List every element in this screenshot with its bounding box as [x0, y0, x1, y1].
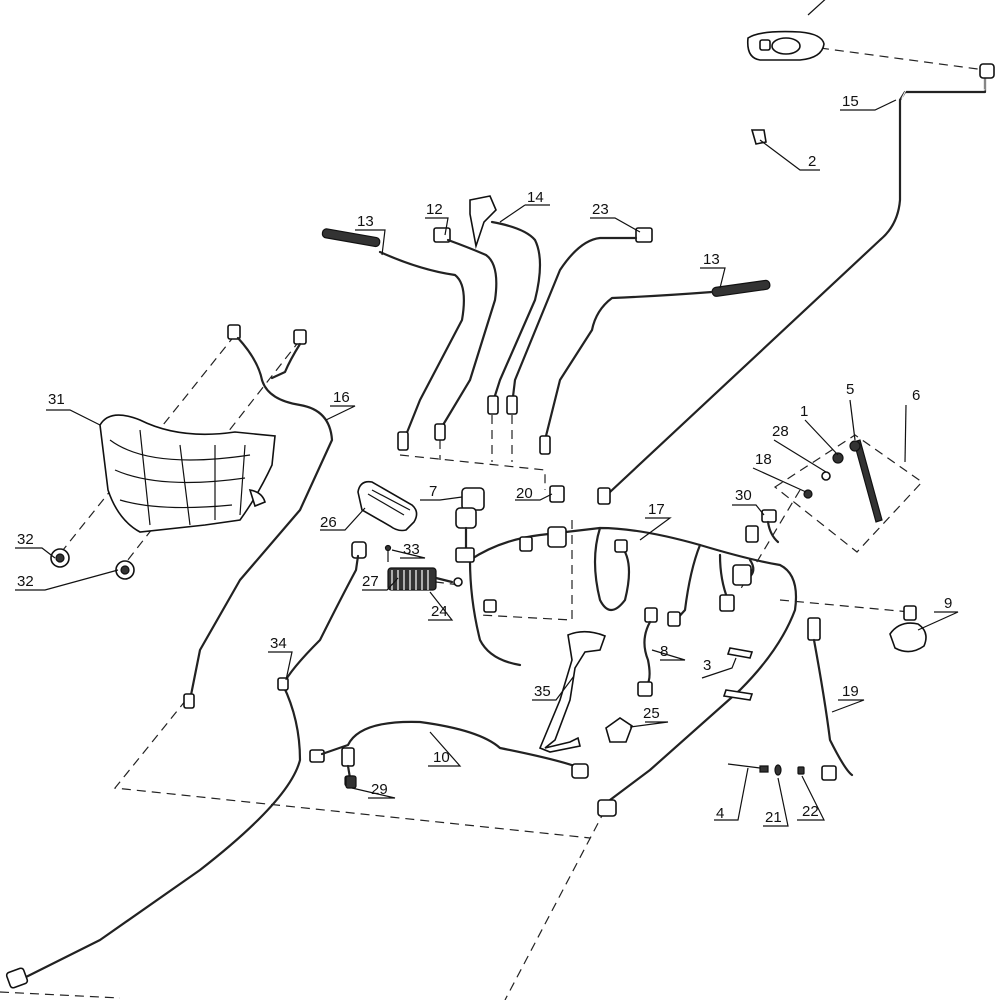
callout-35: 35	[534, 683, 551, 700]
part-20-connector	[549, 485, 565, 503]
callout-33: 33	[403, 541, 420, 558]
callout-2: 2	[808, 153, 816, 170]
part-35-bracket	[538, 630, 607, 753]
callout-29: 29	[371, 781, 388, 798]
callout-25: 25	[643, 705, 660, 722]
callout-32-lower: 32	[17, 573, 34, 590]
callout-7: 7	[429, 483, 437, 500]
callout-labels: 1 2 3 4 5 6 7 8 9 10 12 13 13 14 15 16 1…	[17, 93, 952, 826]
callout-16: 16	[333, 389, 350, 406]
part-5-cable-end	[849, 439, 883, 523]
callout-3: 3	[703, 657, 711, 674]
callout-22: 22	[802, 803, 819, 820]
callout-4: 4	[716, 805, 724, 822]
part-26-cdi-module	[357, 480, 418, 532]
part-32-bulb-socket-b	[115, 560, 135, 580]
part-3-bolt	[722, 647, 754, 701]
part-1-grommet	[832, 452, 844, 464]
callout-5: 5	[846, 381, 854, 398]
part-6-kit-box	[773, 434, 923, 553]
callout-20: 20	[516, 485, 533, 502]
part-15-speedometer-cable	[597, 63, 995, 505]
callout-26: 26	[320, 514, 337, 531]
part-28-spring	[821, 471, 831, 481]
part-23-connector-cable	[506, 227, 653, 415]
callout-30: 30	[735, 487, 752, 504]
part-30-switch	[745, 509, 780, 544]
callout-13-right: 13	[703, 251, 720, 268]
part-14-switch-cable	[469, 195, 542, 415]
part-24-regulator	[387, 567, 463, 591]
part-17-main-wiring-harness	[468, 526, 798, 817]
callout-leaders	[15, 0, 959, 827]
part-29-clip	[345, 775, 357, 789]
callout-21: 21	[765, 809, 782, 826]
callout-6: 6	[912, 387, 920, 404]
part-21-washer	[774, 764, 782, 776]
callout-15: 15	[842, 93, 859, 110]
part-9-sensor	[889, 605, 927, 653]
callout-34: 34	[270, 635, 287, 652]
part-33-bolt	[384, 544, 392, 562]
callout-1: 1	[800, 403, 808, 420]
part-19-harness	[807, 617, 854, 781]
callout-32-upper: 32	[17, 531, 34, 548]
callout-23: 23	[592, 201, 609, 218]
callout-8: 8	[660, 643, 668, 660]
part-34-main-harness	[5, 541, 367, 989]
callout-17: 17	[648, 501, 665, 518]
part-22-nut	[797, 766, 805, 775]
part-top-mount-bracket	[746, 30, 825, 61]
part-2-clip	[750, 129, 767, 145]
part-32-bulb-socket-a	[50, 548, 70, 568]
callout-27: 27	[362, 573, 379, 590]
part-7-relay	[455, 487, 485, 563]
callout-12: 12	[426, 201, 443, 218]
part-25-connector	[605, 717, 633, 743]
part-31-headlight-assembly	[99, 414, 276, 533]
callout-10: 10	[433, 749, 450, 766]
callout-28: 28	[772, 423, 789, 440]
callout-14: 14	[527, 189, 544, 206]
part-8-sensor	[637, 607, 658, 697]
callout-9: 9	[944, 595, 952, 612]
part-12-switch-cable	[433, 227, 498, 441]
callout-18: 18	[755, 451, 772, 468]
part-4-screw	[727, 763, 769, 773]
part-13-right-cable	[539, 279, 771, 455]
part-16-headlight-harness	[183, 324, 334, 709]
part-13-left-cable	[321, 228, 465, 451]
callout-24: 24	[431, 603, 448, 620]
callout-19: 19	[842, 683, 859, 700]
callout-31: 31	[48, 391, 65, 408]
callout-13-left: 13	[357, 213, 374, 230]
